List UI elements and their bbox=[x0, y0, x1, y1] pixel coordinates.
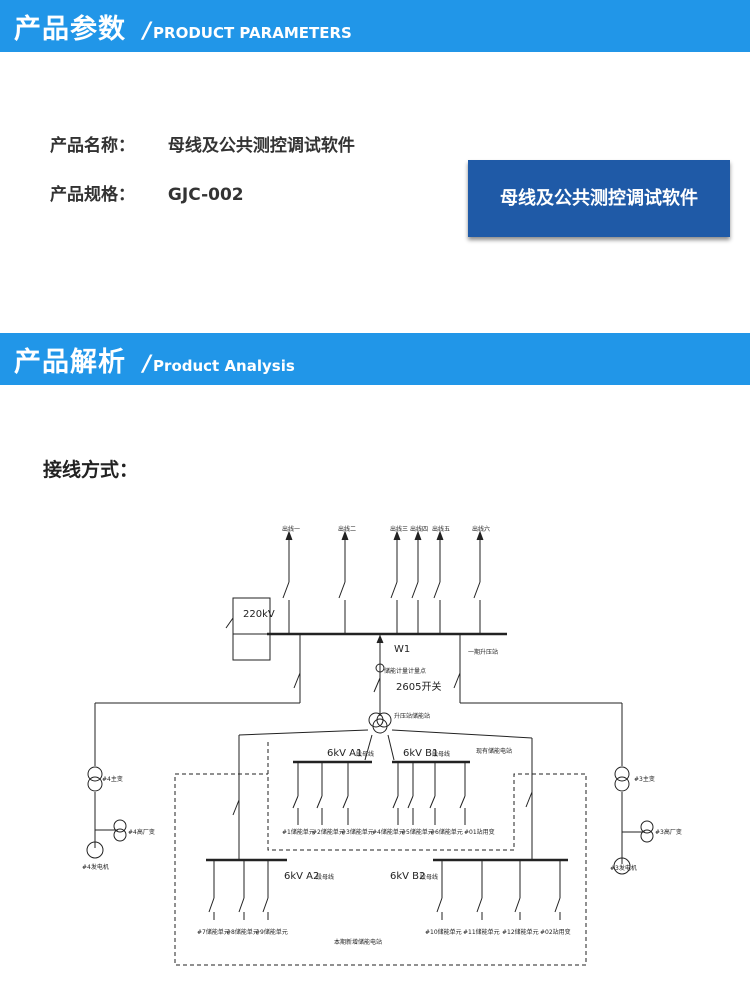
main4-label: #4主变 bbox=[102, 775, 123, 783]
section-title-cn: 产品解析 bbox=[14, 347, 126, 378]
product-analysis-banner: 产品解析 /Product Analysis bbox=[0, 333, 750, 385]
feeder-label: 出线一 bbox=[282, 525, 300, 533]
section-title-en-text: Product Analysis bbox=[153, 357, 295, 375]
product-name-value: 母线及公共测控调试软件 bbox=[167, 136, 355, 156]
feeder-lines bbox=[288, 534, 481, 634]
storage-meter-label: 储能计量计量点 bbox=[384, 667, 426, 675]
unit-label: #9储能单元 bbox=[255, 928, 288, 936]
bus-a2-label: 6kV A2 bbox=[284, 871, 319, 882]
unit-label: #10储能单元 bbox=[425, 928, 462, 936]
product-name-label: 产品名称： bbox=[50, 136, 135, 156]
aux3-label: #3高厂变 bbox=[655, 828, 682, 836]
section-title-en: /PRODUCT PARAMETERS bbox=[143, 19, 352, 44]
breaker-2605-label: 2605开关 bbox=[396, 680, 441, 693]
main3-label: #3主变 bbox=[634, 775, 655, 783]
bus-b2-sub-label: 段母线 bbox=[420, 873, 438, 881]
product-spec-row: 产品规格： GJC-002 bbox=[50, 180, 244, 205]
section-title-en: /Product Analysis bbox=[143, 352, 295, 377]
bus-b1-sub-label: 段母线 bbox=[432, 750, 450, 758]
unit-label: #2储能单元 bbox=[312, 828, 345, 836]
new-station-label: 本期新增储能电站 bbox=[334, 938, 382, 946]
gen4-label: #4发电机 bbox=[82, 863, 109, 871]
feeder-label: 出线六 bbox=[472, 525, 490, 533]
unit-label: #11储能单元 bbox=[463, 928, 500, 936]
wiring-diagram: 出线一 出线二 出线三 出线四 出线五 出线六 储能计量计量点 一期升压站 升压… bbox=[82, 525, 682, 966]
wiring-method-label: 接线方式： bbox=[43, 459, 139, 481]
aux4-label: #4高厂变 bbox=[128, 828, 155, 836]
unit-label: #7储能单元 bbox=[197, 928, 230, 936]
section-title-cn: 产品参数 bbox=[14, 14, 126, 45]
w1-label: W1 bbox=[394, 644, 410, 655]
unit-label: #4储能单元 bbox=[372, 828, 405, 836]
feeder-label: 出线五 bbox=[432, 525, 450, 533]
bus-220-label: 220kV bbox=[243, 609, 275, 620]
bus-a1-sub-label: 段母线 bbox=[356, 750, 374, 758]
unit-label: #3储能单元 bbox=[341, 828, 374, 836]
bus-a2-sub-label: 段母线 bbox=[316, 873, 334, 881]
product-parameters-banner: 产品参数 /PRODUCT PARAMETERS bbox=[0, 0, 750, 52]
unit-label: #5储能单元 bbox=[401, 828, 434, 836]
feeder-label: 出线三 bbox=[390, 525, 408, 533]
bus-a1-label: 6kV A1 bbox=[327, 748, 362, 759]
product-highlight-box: 母线及公共测控调试软件 bbox=[468, 160, 730, 237]
unit-label: #8储能单元 bbox=[226, 928, 259, 936]
product-spec-value: GJC-002 bbox=[167, 185, 244, 205]
transformer-note-label: 升压站储能站 bbox=[394, 712, 430, 720]
product-spec-label: 产品规格： bbox=[50, 185, 135, 205]
bus-b1-label: 6kV B1 bbox=[403, 748, 438, 759]
unit-label: #02站用变 bbox=[540, 928, 571, 936]
unit-label: #1储能单元 bbox=[282, 828, 315, 836]
gen3-label: #3发电机 bbox=[610, 864, 637, 872]
feeder-label: 出线四 bbox=[410, 525, 428, 533]
unit-label: #12储能单元 bbox=[502, 928, 539, 936]
existing-station-label: 现有储能电站 bbox=[476, 747, 512, 755]
bus-b2-label: 6kV B2 bbox=[390, 871, 425, 882]
unit-label: #6储能单元 bbox=[430, 828, 463, 836]
bus-note-label: 一期升压站 bbox=[468, 648, 498, 656]
product-name-row: 产品名称： 母线及公共测控调试软件 bbox=[50, 131, 355, 156]
section-title-en-text: PRODUCT PARAMETERS bbox=[153, 24, 352, 42]
unit-label: #01站用变 bbox=[464, 828, 495, 836]
feeder-label: 出线二 bbox=[338, 525, 356, 533]
